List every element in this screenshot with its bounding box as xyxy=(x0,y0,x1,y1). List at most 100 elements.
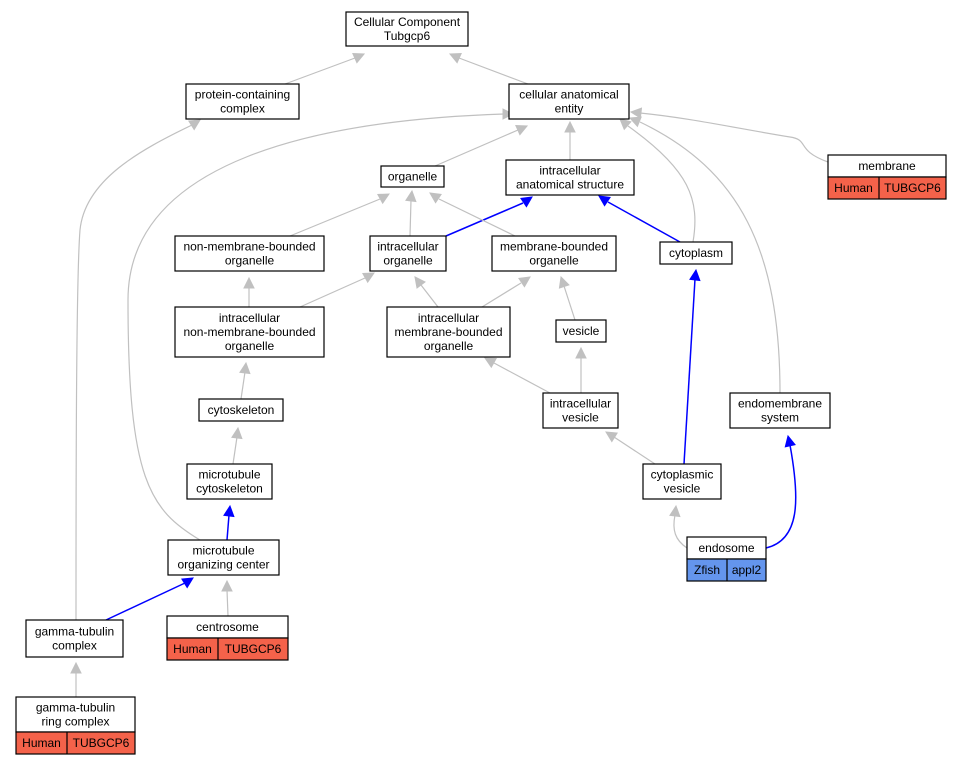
node-label-line: complex xyxy=(52,639,97,653)
edge-line xyxy=(438,198,516,237)
edge-cytoplasmic-vesicle-to-cytoplasm xyxy=(683,268,701,465)
edge-intracellular-mb-organelle-to-intracellular-organelle xyxy=(414,276,439,308)
edge-cytoplasm-to-cellular-anatomical-entity xyxy=(619,118,696,243)
edge-arrowhead xyxy=(564,120,576,133)
edge-arrowhead xyxy=(362,272,375,284)
edge-line xyxy=(240,371,246,400)
edge-line xyxy=(458,57,529,85)
node-label-line: endomembrane xyxy=(738,397,822,411)
node-label-line: organelle xyxy=(424,339,474,353)
gene-label: TUBGCP6 xyxy=(884,181,941,195)
edge-endosome-to-cytoplasmic-vesicle xyxy=(669,504,688,549)
node-box xyxy=(380,165,445,188)
node-label-line: gamma-tubulin xyxy=(36,701,115,715)
node-label-line: cytoplasmic xyxy=(651,468,714,482)
edge-microtubule-cytoskeleton-to-cytoskeleton xyxy=(231,426,243,465)
edge-intracellular-nmb-organelle-to-non-membrane-bounded-organelle xyxy=(243,276,255,307)
node-intracellular-nmb-organelle[interactable]: intracellularnon-membrane-boundedorganel… xyxy=(174,306,325,358)
edge-line xyxy=(420,284,439,308)
edge-line xyxy=(627,125,696,243)
node-box xyxy=(505,159,635,196)
edge-vesicle-to-membrane-bounded-organelle xyxy=(558,275,576,321)
edge-line xyxy=(493,362,551,394)
gene-label: appl2 xyxy=(732,563,762,577)
edge-arrowhead xyxy=(598,195,611,207)
annotation-tag: Human TUBGCP6 xyxy=(166,637,289,661)
species-label: Human xyxy=(173,642,212,656)
edge-arrowhead xyxy=(605,431,618,443)
edge-arrowhead xyxy=(515,124,529,136)
edges-layer xyxy=(70,52,829,697)
edge-intracellular-nmb-organelle-to-intracellular-organelle xyxy=(299,272,375,308)
node-cytoskeleton[interactable]: cytoskeleton xyxy=(198,398,284,422)
node-box xyxy=(174,306,325,358)
edge-arrowhead xyxy=(405,189,417,203)
node-label-line: intracellular xyxy=(418,311,479,325)
edge-arrowhead xyxy=(484,357,497,369)
edge-arrowhead xyxy=(448,52,462,64)
edge-centrosome-to-microtubule-organizing-center xyxy=(221,579,233,617)
gene-label: TUBGCP6 xyxy=(73,736,130,750)
edge-arrowhead xyxy=(377,193,390,205)
node-label-line: microtubule xyxy=(198,468,260,482)
node-vesicle[interactable]: vesicle xyxy=(555,319,607,343)
node-box xyxy=(25,619,124,658)
node-box xyxy=(642,463,722,500)
edge-non-membrane-bounded-organelle-to-organelle xyxy=(289,193,390,237)
edge-line xyxy=(409,199,412,237)
edge-protein-complex-to-root xyxy=(284,52,366,85)
edge-line xyxy=(434,129,519,167)
edge-gamma-tubulin-complex-to-microtubule-organizing-center xyxy=(105,577,194,621)
node-cytoplasm[interactable]: cytoplasm xyxy=(659,241,733,265)
edge-arrowhead xyxy=(518,276,531,288)
edge-arrowhead xyxy=(243,276,255,289)
node-box xyxy=(729,392,831,429)
node-label-line: intracellular xyxy=(550,397,611,411)
node-box xyxy=(369,235,447,272)
edge-arrowhead xyxy=(70,661,82,674)
edge-intracellular-vesicle-to-vesicle xyxy=(575,346,587,393)
node-label-line: organelle xyxy=(225,254,275,268)
edge-line xyxy=(765,444,797,549)
gene-label: TUBGCP6 xyxy=(225,642,282,656)
node-label-line: endosome xyxy=(698,541,754,555)
node-label-line: organelle xyxy=(388,170,438,184)
edge-gamma-tubulin-ring-complex-to-gamma-tubulin-complex xyxy=(70,661,82,697)
edge-arrowhead xyxy=(223,504,235,518)
node-label-line: membrane xyxy=(858,159,916,173)
edge-arrowhead xyxy=(669,504,681,518)
edge-line xyxy=(75,124,193,621)
node-box xyxy=(508,83,630,120)
edge-microtubule-organizing-center-to-cellular-anatomical-entity xyxy=(127,108,515,541)
edge-arrowhead xyxy=(628,116,642,128)
node-organelle[interactable]: organelle xyxy=(380,165,445,188)
edge-gamma-tubulin-complex-to-protein-complex xyxy=(75,119,201,621)
node-label-line: cytoplasm xyxy=(669,246,723,260)
node-label-line: organizing center xyxy=(177,558,269,572)
node-box xyxy=(345,11,469,47)
edge-endosome-to-endomembrane-system xyxy=(765,434,797,549)
edge-line xyxy=(683,278,696,465)
edge-arrowhead xyxy=(784,434,796,448)
edge-organelle-to-cellular-anatomical-entity xyxy=(434,124,529,167)
